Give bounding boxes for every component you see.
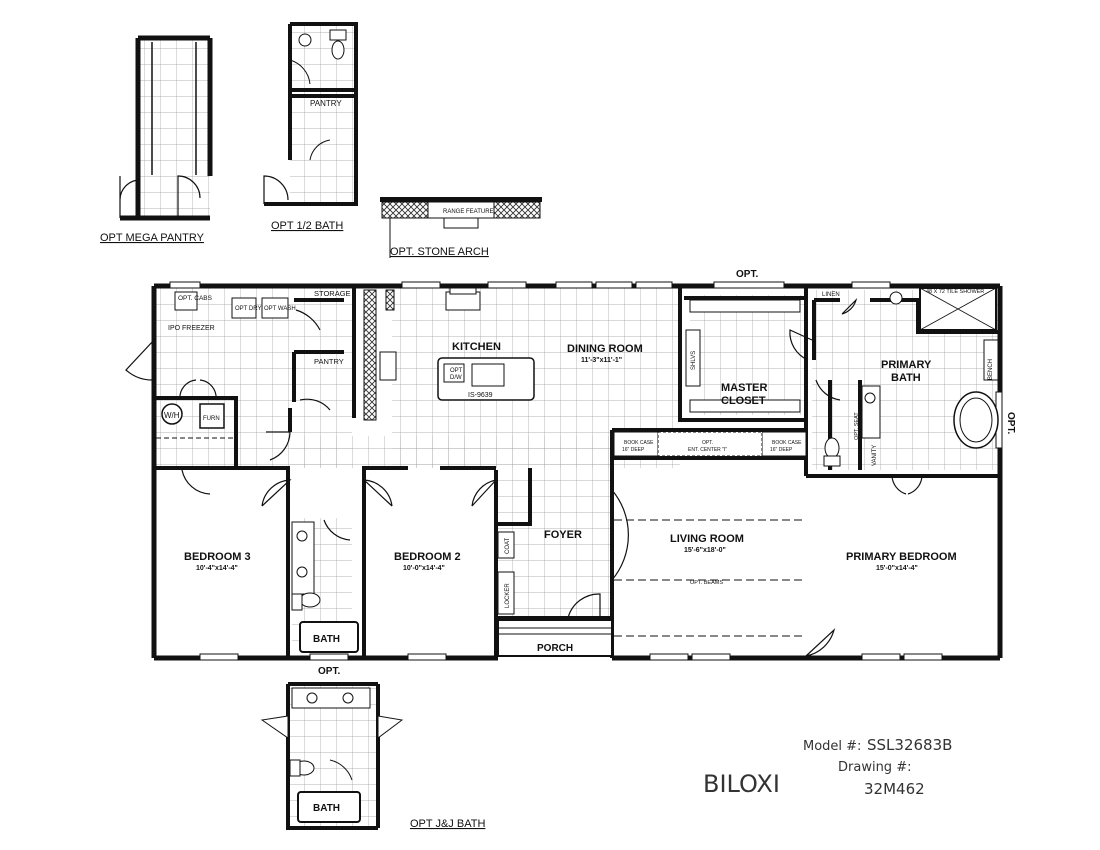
opt-half-bath-sketch [263,22,358,206]
ent-center-label: OPT. [702,440,713,446]
model-label: Model #: [803,739,861,754]
storage-label: STORAGE [314,289,351,298]
primary-bath-fixtures [823,287,999,467]
hall-bath-fixtures [291,521,359,653]
primary-bedroom-label: PRIMARY BEDROOM [846,551,957,563]
opt-seat-label: OPT. SEAT [854,412,860,440]
opt-cabs-sub-label: IPO FREEZER [168,325,215,332]
locker-label: LOCKER [505,583,511,608]
opt-mega-pantry-label: OPT MEGA PANTRY [100,232,205,244]
furnace-label: FURN [203,416,220,422]
book-case-right-depth: 16" DEEP [770,447,793,453]
opt-jj-bath-label: OPT J&J BATH [410,818,485,830]
book-case-right-label: BOOK CASE [772,440,802,446]
closet-shelves [685,299,801,413]
primary-bath-label-2: BATH [891,372,921,384]
interior-walls [154,288,1000,658]
opt-stone-arch-sketch [380,197,542,258]
primary-bath-label-1: PRIMARY [881,359,932,371]
master-closet-label-2: CLOSET [721,395,766,407]
drawing-value: 32M462 [864,780,925,798]
opt-stone-arch-label: OPT. STONE ARCH [390,246,489,258]
opt-dw-label: OPT [450,368,463,374]
drawing-label: Drawing #: [838,760,911,775]
model-value: SSL32683B [867,736,952,754]
bedroom-2-dim: 10'-0"x14'-4" [403,565,445,572]
kitchen-label: KITCHEN [452,341,501,353]
living-room-dim: 15'-6"x18'-0" [684,547,726,554]
opt-pantry-label: PANTRY [310,99,342,108]
bedroom-3-label: BEDROOM 3 [184,551,251,563]
opt-dw-sub-label: D/W [450,375,462,381]
porch [497,619,613,657]
foyer-label: FOYER [544,529,582,541]
opt-half-bath-label: OPT 1/2 BATH [271,220,343,232]
bath-label: BATH [313,634,340,645]
coat-label: COAT [505,537,511,554]
bench-label: BENCH [988,359,994,380]
windows [169,281,1003,661]
master-closet-label-1: MASTER [721,382,768,394]
kitchen-fixtures [379,287,535,401]
dining-room-label: DINING ROOM [567,343,643,355]
shelves-label: SHLVS [691,351,697,370]
linen-label: LINEN [822,292,840,298]
opt-cabs-label: OPT. CABS [178,295,213,302]
book-case-left-depth: 16" DEEP [622,447,645,453]
door-swings [125,297,923,657]
book-case-left-label: BOOK CASE [624,440,654,446]
tile-shower-label: 48 X 72 TILE SHOWER [926,289,984,295]
ent-center-sub-label: ENT. CENTER "I" [688,447,727,453]
laundry-fixtures [156,291,289,439]
bedroom-3-dim: 10'-4"x14'-4" [196,565,238,572]
living-room-label: LIVING ROOM [670,533,744,545]
vanity-label: VANITY [872,445,878,466]
opt-mega-pantry-sketch [119,35,213,221]
opt-wash-label: OPT WASH [264,306,296,312]
water-heater-label: W/H [164,411,180,420]
range-feature-label: RANGE FEATURE [443,209,494,215]
bedroom-2-label: BEDROOM 2 [394,551,461,563]
primary-bedroom-dim: 15'-0"x14'-4" [876,565,918,572]
living-builtins [613,431,807,637]
porch-label: PORCH [537,643,573,654]
model-name: BILOXI [703,770,780,798]
opt-beams-label: OPT. BEAMS [690,580,723,586]
dining-room-dim: 11'-3"x11'-1" [581,357,622,364]
opt-dry-label: OPT DRY [235,306,261,312]
pantry-label: PANTRY [314,357,344,366]
opt-jj-bath-sketch [260,682,404,830]
opt-bottom-label: OPT. [318,666,340,677]
opt-right-label: OPT. [1005,412,1016,434]
opt-top-label: OPT. [736,269,758,280]
island-label: IS-9639 [468,392,493,399]
jj-bath-label: BATH [313,803,340,814]
